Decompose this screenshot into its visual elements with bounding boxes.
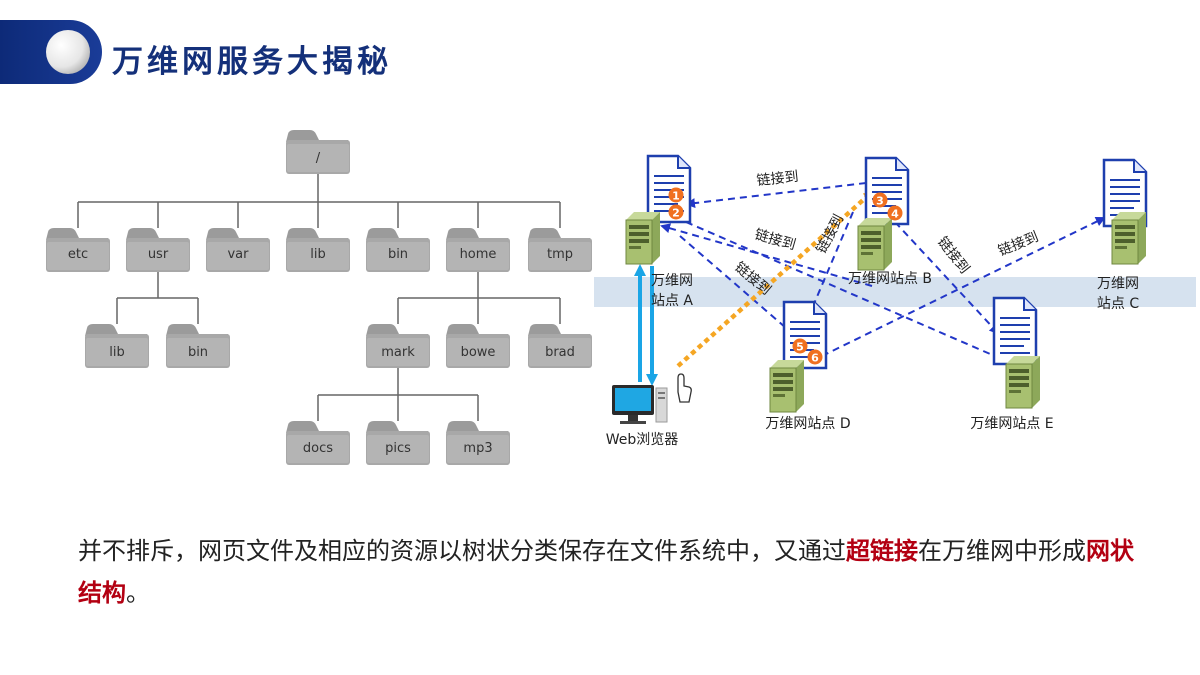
folder-label: mark: [381, 345, 415, 360]
folder-home: home: [446, 228, 510, 272]
marker-1: 1: [668, 187, 684, 203]
link-label: 链接到: [996, 228, 1041, 259]
folder-label: var: [227, 247, 249, 262]
site-a: 万维网 站点 A: [625, 154, 693, 309]
site-c: 万维网 站点 C: [1097, 158, 1148, 312]
network-band: [594, 277, 1196, 307]
folder-var: var: [206, 228, 270, 272]
caption-highlight-hyperlink: 超链接: [846, 537, 918, 565]
caption-text-2: 在万维网中形成: [918, 537, 1086, 565]
diagram: / etc usr var lib bin home tmp lib bin m…: [46, 130, 1196, 465]
folder-docs: docs: [286, 421, 350, 465]
directory-tree: [77, 174, 561, 421]
page-title: 万维网服务大揭秘: [112, 44, 392, 80]
folder-label: lib: [109, 345, 124, 360]
link-markers: 1 2 3 4 5 6: [668, 187, 903, 365]
svg-text:6: 6: [811, 352, 819, 365]
folder-label: docs: [303, 441, 333, 456]
svg-text:1: 1: [672, 190, 680, 203]
site-c-label-line1: 万维网: [1097, 276, 1139, 292]
folder-etc: etc: [46, 228, 110, 272]
svg-text:2: 2: [672, 207, 680, 220]
folder-label: bin: [188, 345, 208, 360]
folder-pics: pics: [366, 421, 430, 465]
site-e: 万维网站点 E: [970, 296, 1054, 432]
caption-text-1: 并不排斥，网页文件及相应的资源以树状分类保存在文件系统中，又通过: [78, 537, 846, 565]
folder-label: /: [316, 151, 321, 166]
site-a-label-line1: 万维网: [651, 273, 693, 289]
marker-5: 5: [792, 338, 808, 354]
folder-bin: bin: [366, 228, 430, 272]
marker-4: 4: [887, 205, 903, 221]
link-b-to-a: [660, 223, 873, 287]
folder-label: usr: [148, 247, 169, 262]
folder-tmp: tmp: [528, 228, 592, 272]
folder-label: etc: [68, 247, 88, 262]
web-browser-label: Web浏览器: [606, 432, 679, 448]
link-label: 链接到: [753, 226, 798, 254]
link-label: 链接到: [756, 168, 800, 189]
folder-label: pics: [385, 441, 411, 456]
folder-usr-bin: bin: [166, 324, 230, 368]
header-bar: [0, 20, 102, 84]
browser-connection: [634, 264, 658, 386]
server-icon: [1111, 211, 1147, 265]
header-ball-icon: [46, 30, 90, 74]
hand-pointer-icon: [677, 373, 692, 403]
folder-label: bowe: [461, 345, 496, 360]
folder-label: home: [460, 247, 497, 262]
web-browser: Web浏览器: [606, 373, 692, 448]
folder-label: mp3: [463, 441, 492, 456]
site-d-label: 万维网站点 D: [765, 416, 850, 432]
link-d-to-c: [821, 217, 1106, 357]
svg-text:4: 4: [891, 208, 899, 221]
server-icon: [1005, 355, 1041, 409]
folder-usr-lib: lib: [85, 324, 149, 368]
folder-bowe: bowe: [446, 324, 510, 368]
folder-label: lib: [310, 247, 325, 262]
server-icon: [857, 217, 893, 271]
svg-text:3: 3: [876, 195, 884, 208]
link-b-to-a-top: [685, 182, 867, 209]
caption-text-3: 。: [126, 579, 150, 607]
folder-mp3: mp3: [446, 421, 510, 465]
site-b: 万维网站点 B: [848, 156, 932, 287]
caption: 并不排斥，网页文件及相应的资源以树状分类保存在文件系统中，又通过超链接在万维网中…: [78, 530, 1138, 614]
site-e-label: 万维网站点 E: [970, 416, 1053, 432]
server-icon: [769, 359, 805, 413]
folder-brad: brad: [528, 324, 592, 368]
server-icon: [625, 211, 661, 265]
marker-6: 6: [807, 349, 823, 365]
marker-2: 2: [668, 204, 684, 220]
web-page-icon: [992, 296, 1038, 366]
folder-mark: mark: [366, 324, 430, 368]
click-path: [676, 190, 874, 368]
link-a-to-e: [685, 221, 1006, 362]
svg-text:5: 5: [796, 341, 804, 354]
site-d: 万维网站点 D: [765, 300, 851, 432]
site-b-label: 万维网站点 B: [848, 271, 932, 287]
link-b-to-e: [894, 221, 1000, 335]
folder-label: brad: [545, 345, 575, 360]
marker-3: 3: [872, 192, 888, 208]
link-a-to-d: [679, 235, 795, 336]
folder-usr: usr: [126, 228, 190, 272]
site-a-label-line2: 站点 A: [651, 293, 693, 309]
site-c-label-line2: 站点 C: [1097, 296, 1139, 312]
folder-root: /: [286, 130, 350, 174]
link-label: 链接到: [813, 211, 848, 256]
folder-label: bin: [388, 247, 408, 262]
folder-lib: lib: [286, 228, 350, 272]
hyperlink-arrows: [660, 182, 1106, 362]
computer-icon: [612, 385, 668, 424]
caption-highlight-mesh: 网状结构: [78, 537, 1134, 607]
folder-label: tmp: [547, 247, 573, 262]
